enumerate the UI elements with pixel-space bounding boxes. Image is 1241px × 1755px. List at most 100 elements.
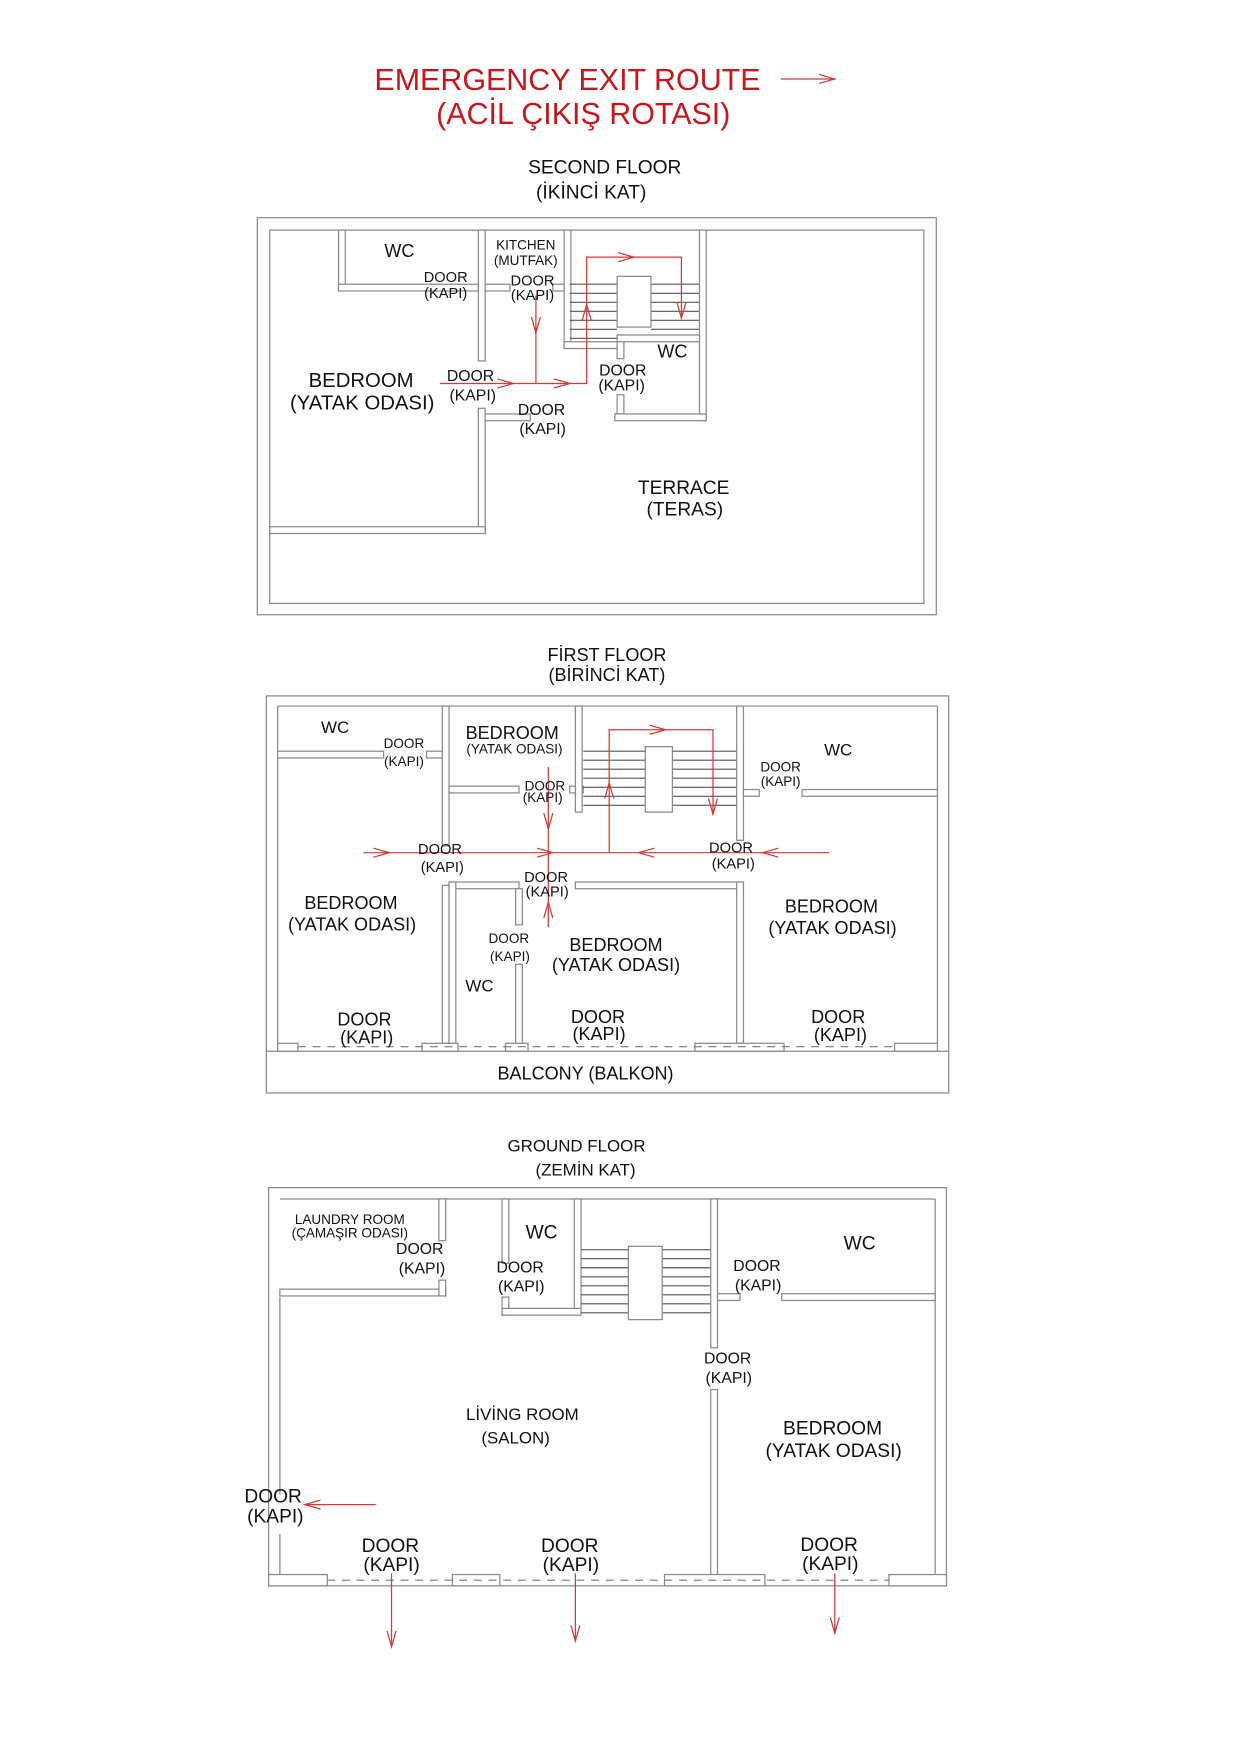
wall (269, 526, 486, 535)
door-label: DOOR (709, 841, 753, 857)
wall-stub (694, 1042, 785, 1052)
wall (425, 750, 443, 759)
stair-landing (644, 746, 674, 813)
route-line (608, 729, 714, 853)
room-label: KITCHEN (496, 237, 555, 252)
room-label: (MUTFAK) (494, 253, 558, 268)
room-label: LİVİNG ROOM (466, 1405, 579, 1424)
door-label: DOOR (760, 759, 801, 774)
door-label: (KAPI) (706, 1370, 752, 1387)
door-label: (KAPI) (598, 377, 644, 394)
floor-subtitle: (ZEMİN KAT) (535, 1160, 635, 1179)
wall (441, 884, 450, 1044)
room-label: (YATAK ODASI) (768, 918, 896, 938)
room-label: WC (824, 741, 852, 760)
route-arrow-icon (373, 847, 392, 858)
outer-wall (256, 217, 937, 616)
door-label: DOOR (524, 870, 568, 886)
wall (438, 1279, 447, 1297)
door-label: (KAPI) (543, 1555, 599, 1576)
wall (438, 1198, 447, 1242)
route-arrow-icon (302, 1499, 321, 1510)
route-arrow-icon (649, 724, 668, 735)
door-label: DOOR (525, 779, 566, 794)
door-label: DOOR (384, 736, 425, 751)
room-label: TERRACE (638, 478, 730, 499)
room-label: (YATAK ODASI) (466, 741, 562, 756)
walls (256, 217, 950, 1587)
inner-wall (269, 229, 925, 605)
door-label: (KAPI) (712, 856, 755, 872)
door-label: DOOR (541, 1536, 598, 1557)
door-label: (KAPI) (523, 790, 563, 805)
wall (574, 705, 583, 813)
wall-stub (504, 1042, 529, 1052)
door-label: DOOR (489, 931, 530, 946)
door-label: (KAPI) (384, 754, 424, 769)
door-label: DOOR (362, 1536, 419, 1557)
outer-wall (267, 1187, 948, 1587)
wall (448, 881, 520, 890)
door-label: DOOR (571, 1007, 625, 1027)
door-label: (KAPI) (450, 387, 496, 404)
route-arrow-icon (581, 302, 592, 321)
title-line2: (ACİL ÇIKIŞ ROTASI) (436, 96, 730, 131)
room-label: BEDROOM (785, 896, 878, 916)
door-label: (KAPI) (340, 1027, 393, 1047)
route-arrow-icon (636, 847, 655, 858)
route-arrow-icon (760, 847, 779, 858)
door-label: (KAPI) (573, 1024, 626, 1044)
door-label: DOOR (518, 402, 565, 419)
room-label: (YATAK ODASI) (288, 915, 416, 935)
door-label: DOOR (447, 368, 494, 385)
wall (736, 881, 745, 1044)
wall-stub (267, 1573, 328, 1587)
door-label: (KAPI) (421, 860, 464, 876)
room-label: (SALON) (481, 1429, 550, 1448)
route-arrow-icon (536, 847, 556, 858)
route-arrow-icon (570, 1625, 581, 1644)
route-arrow-icon (707, 798, 719, 817)
wall (614, 413, 707, 422)
wall (563, 341, 618, 350)
room-label: BEDROOM (569, 935, 662, 955)
door-label: DOOR (418, 842, 462, 858)
door-label: DOOR (496, 1259, 543, 1276)
wall (448, 785, 520, 794)
door-label: (KAPI) (519, 421, 565, 438)
floor-title: FİRST FLOOR (548, 645, 667, 665)
wall-stub (893, 1042, 939, 1052)
floor-title: SECOND FLOOR (528, 158, 681, 179)
wall (514, 888, 523, 926)
room-label: BALCONY (BALKON) (498, 1063, 674, 1083)
route-arrow-icon (676, 302, 687, 321)
wall (574, 881, 745, 890)
route-arrow-icon (386, 1630, 397, 1649)
route-arrow-icon (818, 73, 838, 85)
wall (337, 229, 346, 291)
room-label: WC (844, 1234, 876, 1255)
room-label: WC (321, 718, 349, 737)
door-label: (KAPI) (761, 774, 801, 789)
room-label: (TERAS) (646, 499, 723, 520)
route-arrow-icon (543, 813, 554, 832)
door-label: (KAPI) (735, 1277, 781, 1294)
door-label: DOOR (811, 1007, 865, 1027)
wall (710, 1388, 719, 1578)
door-label: (KAPI) (498, 1278, 544, 1295)
room-label: (YATAK ODASI) (552, 955, 680, 975)
wall (279, 1288, 447, 1297)
first-floor: FİRST FLOOR (BİRİNCİ KAT) WC DOOR (KAPI)… (288, 645, 897, 1083)
route-arrow-icon (829, 1617, 840, 1636)
route-arrow-icon (530, 316, 542, 335)
door-label: DOOR (800, 1535, 857, 1556)
route-arrow-icon (604, 780, 615, 799)
door-label: (KAPI) (247, 1507, 303, 1528)
room-label: (YATAK ODASI) (766, 1441, 902, 1462)
wall (616, 334, 701, 343)
wall (573, 1198, 582, 1309)
wall (501, 1198, 510, 1264)
second-floor: SECOND FLOOR (İKİNCİ KAT) WC KITCHEN (MU… (290, 158, 729, 521)
door-label: DOOR (244, 1486, 301, 1507)
